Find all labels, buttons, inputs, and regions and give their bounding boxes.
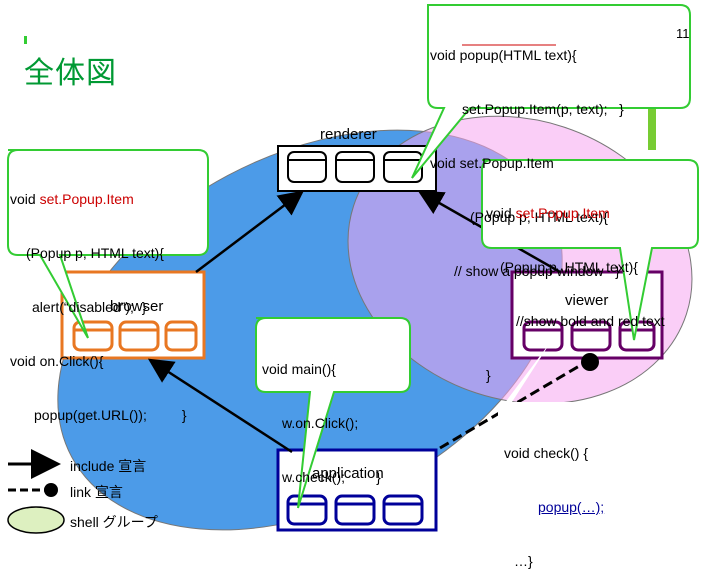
callout-application-main: [255, 317, 411, 509]
callout-line: popup(get.URL()); }: [34, 407, 187, 423]
link-endpoint: [581, 353, 599, 371]
include-arrow-browser-renderer: [195, 190, 304, 273]
callout-line: }: [486, 367, 491, 383]
include-arrow-application-browser: [147, 358, 293, 454]
callout-viewer-check: [496, 340, 650, 470]
callout-line: w.check(); }: [282, 469, 381, 485]
callout-line: void main(){: [262, 361, 336, 377]
legend-link-endpoint: [44, 483, 58, 497]
callout-line: (Popup p, HTML text){: [26, 245, 164, 261]
callout-line: …}: [514, 553, 533, 569]
callout-line: // show a popup window }: [454, 263, 620, 279]
callout-viewer-check-text: void check() { popup(…); …}: [504, 408, 604, 588]
legend-shell-shape: [7, 506, 65, 534]
callout-line: set.Popup.Item(p, text); }: [462, 101, 624, 117]
callout-line-red: set.Popup.Item: [515, 205, 610, 221]
legend-link-label: link 宣言: [70, 484, 123, 500]
page-number: 11: [676, 26, 690, 41]
callout-application-main-text: void main(){ w.on.Click(); w.check(); }: [262, 324, 381, 504]
callout-line: popup(…);: [538, 499, 605, 515]
callout-line: void set.Popup.Item: [10, 190, 187, 208]
browser-label: browser: [110, 298, 164, 315]
legend-include-label: include 宣言: [70, 458, 147, 474]
callout-line: void set.Popup.Item: [430, 155, 554, 171]
renderer-label: renderer: [320, 126, 377, 143]
renderer-slot: [287, 151, 327, 183]
slide-title: 全体図: [24, 56, 117, 91]
callout-line: void on.Click(){: [10, 353, 104, 369]
legend-shell-label: shell グループ: [70, 514, 158, 530]
callout-line-plain: void: [10, 191, 40, 207]
application-slot: [382, 494, 424, 526]
title-accent-mark: [24, 36, 27, 44]
diagram-svg: [7, 4, 699, 534]
callout-renderer-popup: [411, 4, 691, 179]
callout-browser-setitem: [7, 149, 209, 339]
callout-line: void set.Popup.Item: [486, 204, 665, 222]
accent-bar: [648, 108, 656, 150]
callout-renderer-popup-text: void popup(HTML text){ set.Popup.Item(p,…: [430, 10, 624, 298]
viewer-label: viewer: [565, 292, 609, 309]
application-label: application: [312, 465, 384, 482]
callout-viewer-setitem-text: void set.Popup.Item (Popup p, HTML text)…: [486, 168, 665, 402]
callout-line: void popup(HTML text){: [430, 47, 577, 63]
callout-line-red: set.Popup.Item: [39, 191, 134, 207]
diagram-canvas: 全体図 11 renderer browser viewer applicati…: [7, 4, 699, 569]
callout-line-plain: void: [486, 205, 516, 221]
callout-line: //show bold and red text: [516, 313, 665, 329]
callout-line: (Popup p, HTML text){: [470, 209, 608, 225]
renderer-slot: [335, 151, 375, 183]
callout-line: void check() {: [504, 445, 589, 461]
callout-line: alert(“disabled”); }: [32, 299, 147, 315]
callout-line: (Popup p, HTML text){: [500, 259, 638, 275]
callout-viewer-setitem: [481, 159, 699, 341]
callout-browser-setitem-text: void set.Popup.Item (Popup p, HTML text)…: [10, 154, 187, 442]
callout-line: w.on.Click();: [282, 415, 359, 431]
